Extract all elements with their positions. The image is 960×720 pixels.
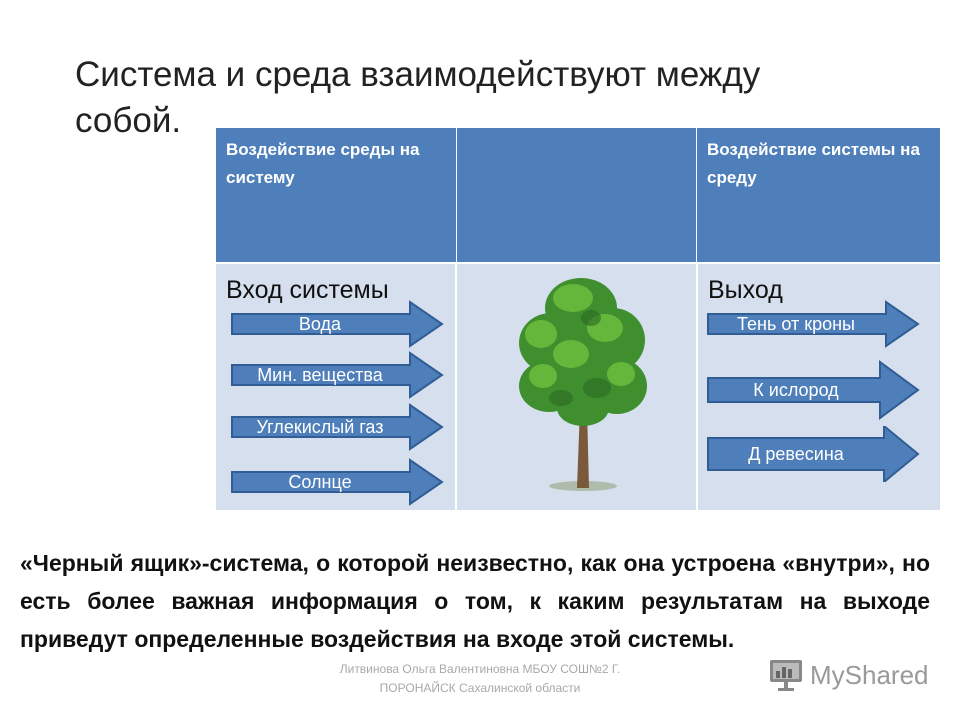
output-arrow-oxygen-label: К ислород bbox=[753, 379, 839, 400]
author-footer: Литвинова Ольга Валентиновна МБОУ СОШ№2 … bbox=[339, 662, 621, 695]
header-middle-cell bbox=[456, 128, 697, 262]
input-arrow-sun: Солнце bbox=[230, 458, 444, 506]
input-arrow-minerals-label: Мин. вещества bbox=[257, 364, 383, 385]
slide-title: Система и среда взаимодействуют между со… bbox=[75, 55, 761, 140]
myshared-logo: MyShared bbox=[768, 655, 938, 695]
output-arrow-oxygen: К ислород bbox=[706, 360, 920, 420]
header-left-cell: Воздействие среды на систему bbox=[216, 128, 456, 262]
output-title: Выход bbox=[708, 276, 783, 304]
input-arrow-water-label: Вода bbox=[298, 313, 342, 334]
black-box-definition: «Черный ящик»-система, о которой неизвес… bbox=[20, 550, 930, 652]
input-arrow-minerals: Мин. вещества bbox=[230, 351, 444, 399]
input-title: Вход системы bbox=[226, 276, 389, 304]
output-arrow-wood: Д ревесина bbox=[706, 426, 920, 482]
logo-text: MyShared bbox=[810, 659, 929, 690]
input-arrow-sun-label: Солнце bbox=[288, 471, 352, 492]
input-arrow-co2-label: Углекислый газ bbox=[256, 416, 384, 437]
header-left-text: Воздействие среды на систему bbox=[226, 140, 420, 187]
tree-illustration bbox=[519, 278, 647, 491]
output-arrow-shade: Тень от кроны bbox=[706, 300, 920, 348]
header-right-cell: Воздействие системы на среду bbox=[697, 128, 940, 262]
input-arrow-water: Вода bbox=[230, 300, 444, 348]
output-arrow-wood-label: Д ревесина bbox=[748, 443, 844, 464]
presentation-icon bbox=[770, 660, 802, 691]
output-arrow-shade-label: Тень от кроны bbox=[737, 313, 855, 334]
header-right-text: Воздействие системы на среду bbox=[707, 140, 920, 187]
system-table: Воздействие среды на систему Воздействие… bbox=[216, 128, 940, 510]
input-arrow-co2: Углекислый газ bbox=[230, 403, 444, 451]
